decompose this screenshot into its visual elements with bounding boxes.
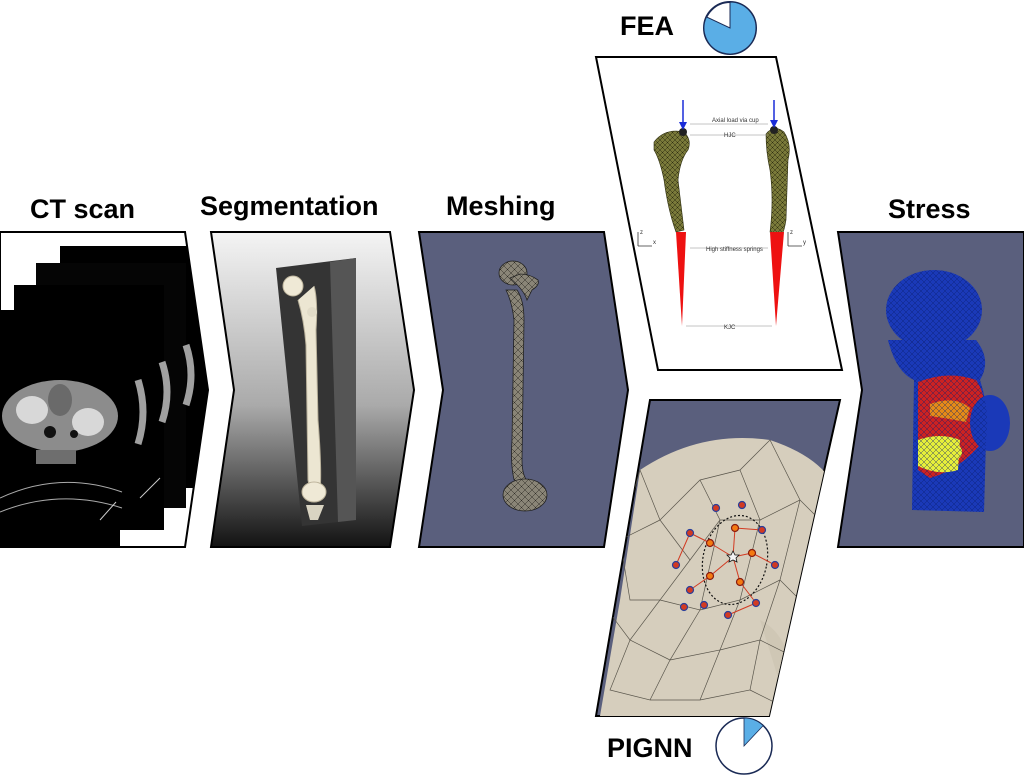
stress-femur [886,270,1010,512]
segmentation-panel [209,231,416,548]
fea-axis-triad-right: z y [787,230,806,247]
stage-label-pignn: PIGNN [607,733,693,763]
stage-label-stress: Stress [888,194,971,224]
fea-axis-triad-left: z x [637,230,656,247]
axis-label-y: y [803,240,806,246]
stage-label-segmentation: Segmentation [200,191,379,221]
stage-label-meshing: Meshing [446,191,556,221]
fea-label-axial-load: Axial load via cup [712,118,759,124]
meshed-femur [498,260,548,512]
stage-label-fea: FEA [620,11,674,41]
fea-timer-icon [703,1,757,55]
pignn-neighborhood-ellipse [701,514,769,606]
fea-femur-left [653,100,690,326]
fea-label-springs: High stiffness springs [706,247,763,253]
pignn-outer-nodes [671,500,780,620]
axis-label-z-right: z [790,230,793,236]
pignn-center-node [726,550,740,563]
fea-panel: Axial load via cup HJC High stiffness sp… [594,56,844,371]
stage-label-ct-scan: CT scan [30,194,136,224]
fea-label-kjc: KJC [724,325,736,331]
pignn-panel [594,399,842,717]
pignn-inner-nodes [705,523,757,587]
meshing-panel [417,231,630,548]
axis-label-x: x [653,240,656,246]
segmented-femur [282,275,327,520]
ct-scan-panel [0,231,210,548]
pignn-timer-icon [715,717,773,775]
stress-panel [836,231,1024,548]
ct-body-cross-section [2,380,118,464]
axis-label-z-left: z [640,230,643,236]
fea-label-hjc: HJC [724,133,736,139]
fea-femur-right [765,100,790,326]
